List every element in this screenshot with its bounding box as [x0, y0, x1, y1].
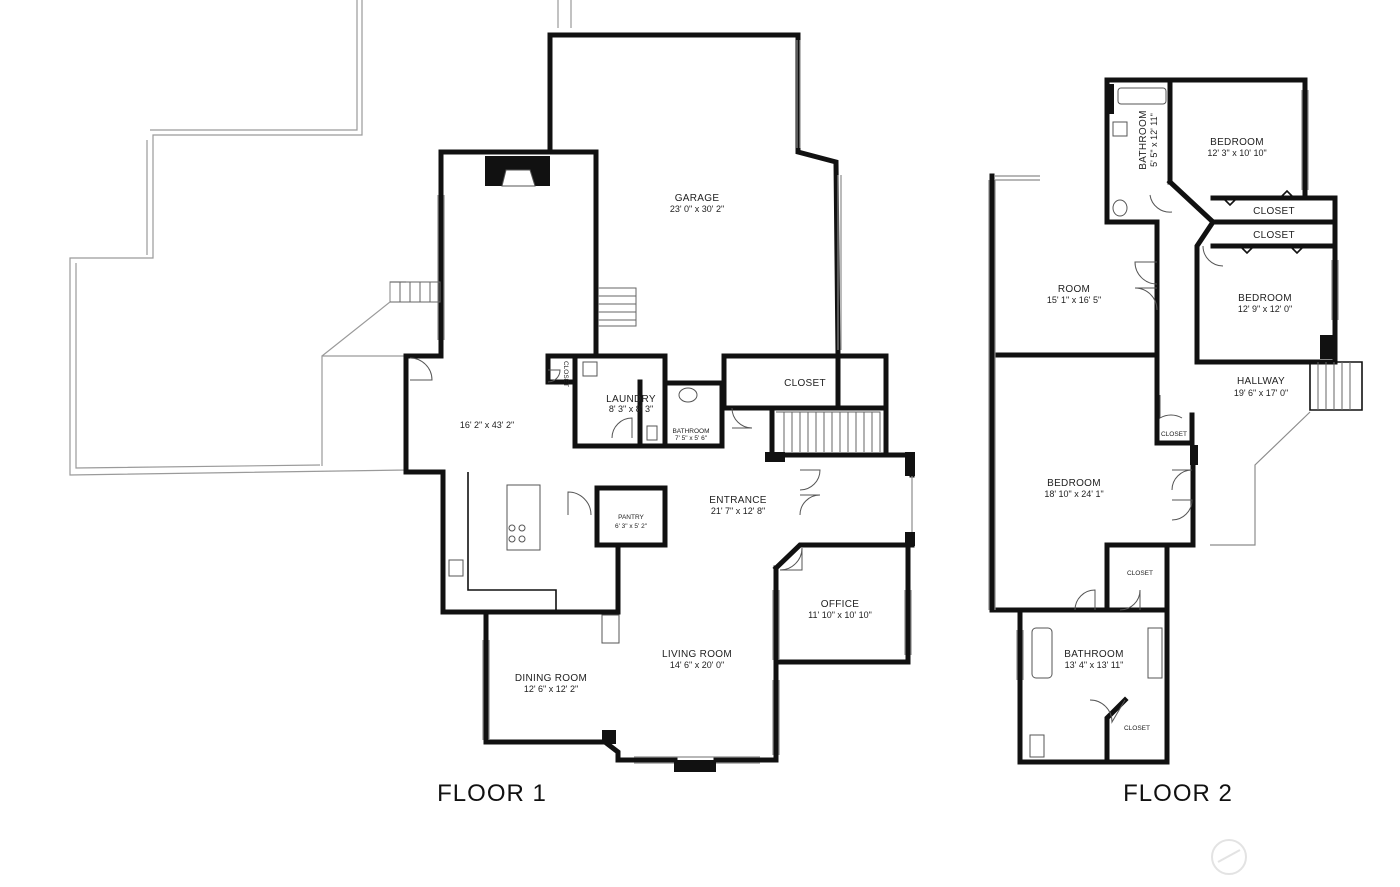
office-dims: 11' 10" x 10' 10": [808, 610, 872, 620]
hallway-label: HALLWAY: [1237, 376, 1285, 387]
floor-2-stairs: [1309, 361, 1363, 411]
great-room-dims: 16' 2" x 43' 2": [460, 420, 514, 430]
pantry-dims: 6' 3" x 5' 2": [615, 523, 648, 530]
living-room-label: LIVING ROOM: [662, 649, 732, 660]
closet-c-label: CLOSET: [1127, 570, 1153, 577]
floor-1-fixtures: [448, 156, 915, 772]
bedroom-e-dims: 12' 9" x 12' 0": [1238, 304, 1292, 314]
pantry-label: PANTRY: [618, 514, 644, 521]
floor-2-windows: [988, 90, 1339, 680]
entrance-label: ENTRANCE: [709, 495, 766, 506]
bedroom-main-label: BEDROOM: [1047, 478, 1101, 489]
floor-1-title: FLOOR 1: [437, 780, 547, 807]
living-room-dims: 14' 6" x 20' 0": [670, 660, 724, 670]
bedroom-ne-dims: 12' 3" x 10' 10": [1207, 148, 1266, 158]
bedroom-main-dims: 18' 10" x 24' 1": [1044, 489, 1103, 499]
bathroom-top-label: BATHROOM: [1138, 110, 1149, 169]
hallway-dims: 19' 6" x 17' 0": [1234, 388, 1288, 398]
closet-a-label: CLOSET: [1253, 206, 1295, 217]
laundry-label: LAUNDRY: [606, 394, 656, 405]
dining-room-label: DINING ROOM: [515, 673, 587, 684]
floor-2: BATHROOM 5' 5" x 12' 11" BEDROOM 12' 3" …: [988, 77, 1363, 807]
garage-label: GARAGE: [675, 193, 720, 204]
office-label: OFFICE: [821, 599, 859, 610]
floor-1-labels: GARAGE 23' 0" x 30' 2" 16' 2" x 43' 2" C…: [437, 193, 872, 807]
floor-1-doors: [409, 357, 821, 571]
closet-small-label: CLOSET: [562, 361, 569, 387]
floor-2-title: FLOOR 2: [1123, 780, 1233, 807]
closet-hall-label: CLOSET: [1161, 431, 1187, 438]
watermark-logo: [1211, 839, 1247, 875]
bathroom-dims: 7' 5" x 5' 6": [675, 435, 708, 442]
floor-1-stairs: [390, 281, 881, 452]
laundry-dims: 8' 3" x 8' 3": [609, 404, 653, 414]
deck-outline: [69, 0, 572, 476]
bathroom-main-label: BATHROOM: [1064, 649, 1123, 660]
bathroom-top-dims: 5' 5" x 12' 11": [1149, 113, 1159, 167]
bedroom-e-label: BEDROOM: [1238, 293, 1292, 304]
floor-1-walls: [403, 32, 915, 763]
dining-room-dims: 12' 6" x 12' 2": [524, 684, 578, 694]
entrance-dims: 21' 7" x 12' 8": [711, 506, 765, 516]
floor-1: GARAGE 23' 0" x 30' 2" 16' 2" x 43' 2" C…: [69, 0, 915, 807]
closet-d-label: CLOSET: [1124, 725, 1150, 732]
closet-b-label: CLOSET: [1253, 230, 1295, 241]
floor-1-windows: [437, 40, 913, 764]
bathroom-label: BATHROOM: [672, 428, 709, 435]
floor-2-walls: [989, 77, 1338, 765]
closet-label: CLOSET: [784, 378, 826, 389]
garage-dims: 23' 0" x 30' 2": [670, 204, 724, 214]
room-dims: 15' 1" x 16' 5": [1047, 295, 1101, 305]
room-label: ROOM: [1058, 284, 1090, 295]
floor-2-doors: [1074, 189, 1305, 724]
floor-2-labels: BATHROOM 5' 5" x 12' 11" BEDROOM 12' 3" …: [1044, 110, 1295, 807]
floor-2-fixtures: [1029, 84, 1335, 758]
bedroom-ne-label: BEDROOM: [1210, 137, 1264, 148]
bathroom-main-dims: 13' 4" x 13' 11": [1065, 660, 1124, 670]
